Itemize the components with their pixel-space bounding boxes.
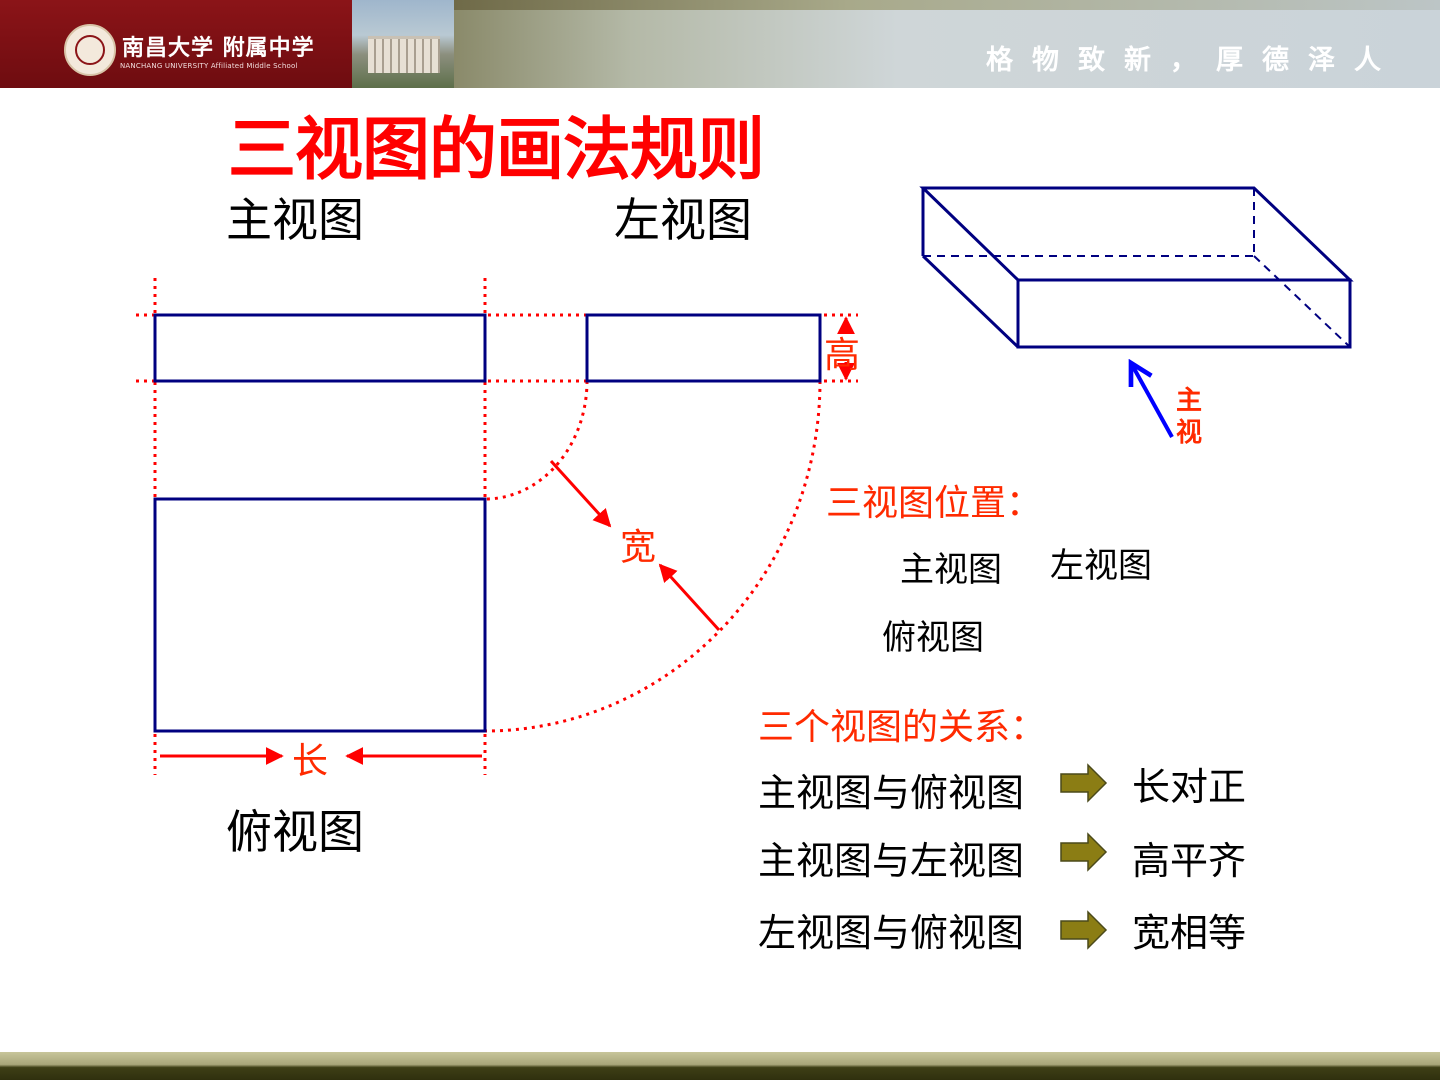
guide-inner-arc — [484, 380, 589, 501]
front-view-rect — [153, 313, 487, 383]
arrow-icon — [1060, 910, 1108, 950]
school-name-cn: 南昌大学 附属中学 — [122, 36, 315, 61]
slide-title: 三视图的画法规则 — [228, 111, 765, 190]
banner-top-strip — [454, 0, 1440, 10]
relation-pair: 左视图与俯视图 — [758, 911, 1025, 955]
left-view-label: 左视图 — [614, 193, 752, 247]
relation-arrows — [1060, 763, 1108, 950]
relation-rule: 长对正 — [1132, 765, 1247, 809]
top-view-rect — [153, 497, 487, 733]
position-left: 左视图 — [1050, 546, 1152, 586]
height-label: 高 — [824, 335, 861, 376]
left-view-rect — [585, 313, 822, 383]
relations-heading: 三个视图的关系： — [758, 707, 1047, 748]
projection-guides — [136, 278, 858, 775]
relation-rule: 高平齐 — [1132, 839, 1247, 883]
positions-heading: 三视图位置： — [826, 483, 1043, 524]
top-view-label: 俯视图 — [226, 805, 364, 859]
footer-bar — [0, 1052, 1440, 1080]
width-label: 宽 — [620, 527, 657, 568]
front-view-direction-arrow — [1131, 363, 1174, 438]
guide-outer-arc — [484, 380, 822, 733]
position-top: 俯视图 — [882, 618, 984, 658]
arrow-icon — [1060, 832, 1108, 872]
school-motto: 格物致新，厚德泽人 — [986, 45, 1400, 76]
banner-background — [454, 0, 1440, 88]
width-arrows — [549, 459, 721, 632]
relation-rule: 宽相等 — [1132, 911, 1247, 955]
position-front: 主视图 — [900, 550, 1002, 590]
header-banner: 南昌大学 附属中学 NANCHANG UNIVERSITY Affiliated… — [0, 0, 1440, 88]
cuboid-3d — [919, 186, 1354, 349]
length-label: 长 — [292, 741, 329, 782]
front-direction-label-2: 视 — [1176, 418, 1203, 448]
relation-pair: 主视图与俯视图 — [758, 771, 1025, 815]
arrow-icon — [1060, 763, 1108, 803]
relation-pair: 主视图与左视图 — [758, 839, 1025, 883]
front-view-label: 主视图 — [226, 193, 364, 247]
school-name-en: NANCHANG UNIVERSITY Affiliated Middle Sc… — [120, 62, 298, 70]
cuboid-hidden-edges — [923, 188, 1351, 348]
school-logo-block: 南昌大学 附属中学 NANCHANG UNIVERSITY Affiliated… — [0, 0, 352, 88]
building-illustration — [368, 36, 440, 73]
school-emblem-icon — [64, 24, 116, 76]
front-direction-label-1: 主 — [1176, 386, 1203, 416]
